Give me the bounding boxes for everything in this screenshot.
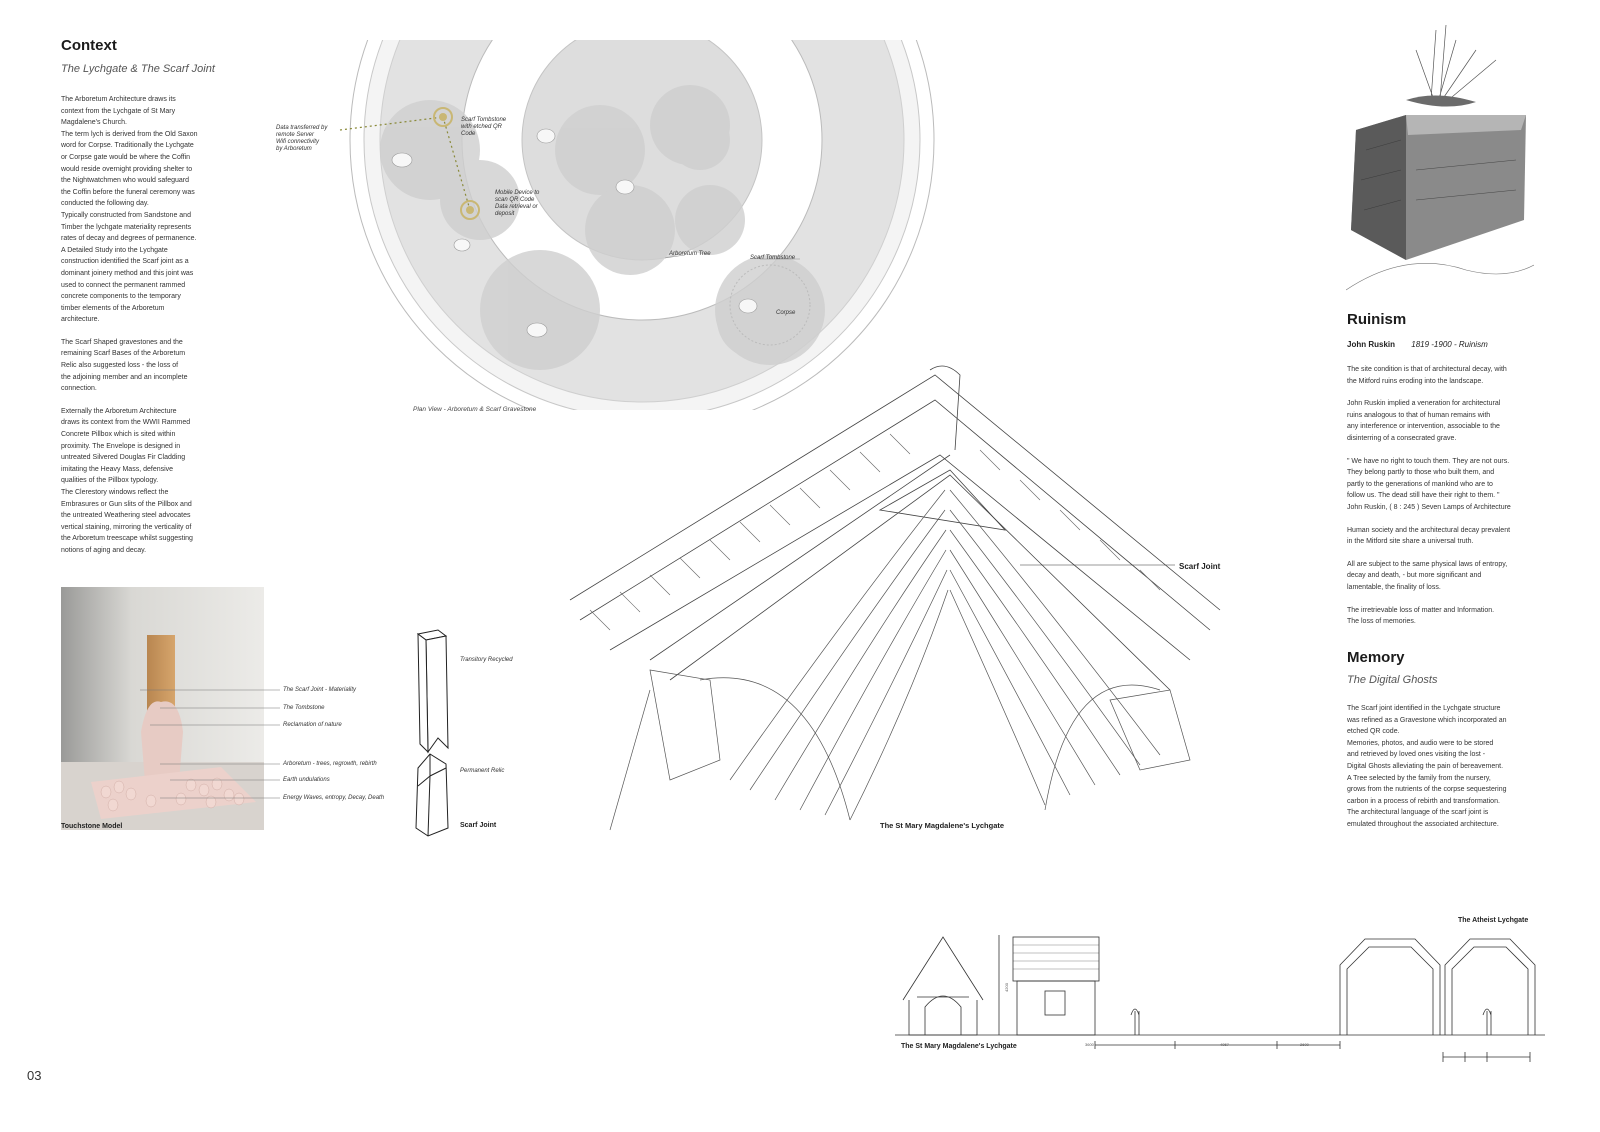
lychgate-elevations [895, 935, 1545, 1062]
ruinism-paragraph-1: The site condition is that of architectu… [1347, 366, 1507, 385]
ruinism-paragraph-3: " We have no right to touch them. They a… [1347, 457, 1511, 511]
tombstone-scarf-joint-label: Scarf Joint [460, 822, 497, 829]
plan-label-tree: Arboretum Tree [669, 251, 711, 257]
model-label-energy: Energy Waves, entropy, Decay, Death [283, 795, 385, 801]
ruinism-paragraph-5: All are subject to the same physical law… [1347, 560, 1508, 591]
ruinism-dates: 1819 -1900 - Ruinism [1411, 340, 1488, 349]
model-label-reclamation: Reclamation of nature [283, 722, 342, 728]
ruinism-author: John Ruskin [1347, 340, 1396, 349]
ruinism-paragraph-4: Human society and the architectural deca… [1347, 526, 1511, 546]
elevation-dim-2: 4057 [1220, 1042, 1229, 1047]
scarf-tombstone-diagram [415, 629, 449, 837]
context-paragraph-2: The Scarf Shaped gravestones and the rem… [61, 338, 188, 393]
model-label-scarf-joint: The Scarf Joint - Materiality [283, 687, 357, 693]
plan-view-drawing [339, 40, 935, 410]
elevation-caption-right: The Atheist Lychgate [1458, 917, 1529, 924]
lychgate-caption: The St Mary Magdalene's Lychgate [880, 821, 1005, 830]
ruinism-paragraph-2: John Ruskin implied a veneration for arc… [1347, 400, 1501, 442]
touchstone-model-photo [61, 587, 264, 830]
elevation-dim-3: 2600 [1300, 1042, 1309, 1047]
ruinism-title: Ruinism [1347, 311, 1407, 328]
model-label-tombstone: The Tombstone [283, 705, 325, 711]
context-paragraph-1: The Arboretum Architecture draws its con… [61, 96, 198, 324]
model-label-arboretum: Arboretum - trees, regrowth, rebirth [283, 761, 377, 767]
context-subtitle: The Lychgate & The Scarf Joint [61, 63, 215, 75]
context-paragraph-3: Externally the Arboretum Architecture dr… [61, 407, 193, 554]
model-leader-lines [140, 689, 280, 799]
tombstone-permanent-label: Permanent Relic [460, 768, 505, 774]
elevation-height-dim: 4200 [1003, 983, 1009, 992]
ruinism-paragraph-6: The irretrievable loss of matter and Inf… [1347, 606, 1495, 626]
ruin-sketch [1346, 24, 1534, 291]
tombstone-transitory-label: Transitory Recycled [460, 657, 513, 663]
plan-label-data: Data transferred by remote Server Wifi c… [276, 125, 328, 152]
memory-subtitle: The Digital Ghosts [1347, 674, 1438, 686]
memory-body: The Scarf joint identified in the Lychga… [1347, 705, 1507, 828]
plan-label-scarf-tombstone-qr: Scarf Tombstone with etched QR Code [461, 117, 507, 137]
page-number: 03 [27, 1068, 42, 1083]
model-label-earth: Earth undulations [283, 777, 330, 783]
context-title: Context [61, 37, 117, 54]
elevation-caption-left: The St Mary Magdalene's Lychgate [901, 1043, 1017, 1050]
plan-label-mobile: Mobile Device to scan QR Code Data retri… [495, 190, 540, 217]
model-caption: Touchstone Model [61, 823, 123, 830]
lychgate-scarf-joint-label: Scarf Joint [1179, 562, 1221, 571]
plan-caption: Plan View - Arboretum & Scarf Gravestone [413, 406, 537, 413]
context-body: The Arboretum Architecture draws its con… [61, 94, 231, 568]
ruinism-body: The site condition is that of architectu… [1347, 364, 1547, 639]
ruinism-byline: John Ruskin 1819 -1900 - Ruinism [1347, 340, 1488, 349]
plan-label-scarf-tombstone: Scarf Tombstone [750, 255, 796, 261]
elevation-dim-1: 3600 [1085, 1042, 1094, 1047]
plan-label-corpse: Corpse [776, 310, 796, 316]
memory-title: Memory [1347, 649, 1405, 666]
lychgate-roof-sketch [569, 365, 1221, 831]
